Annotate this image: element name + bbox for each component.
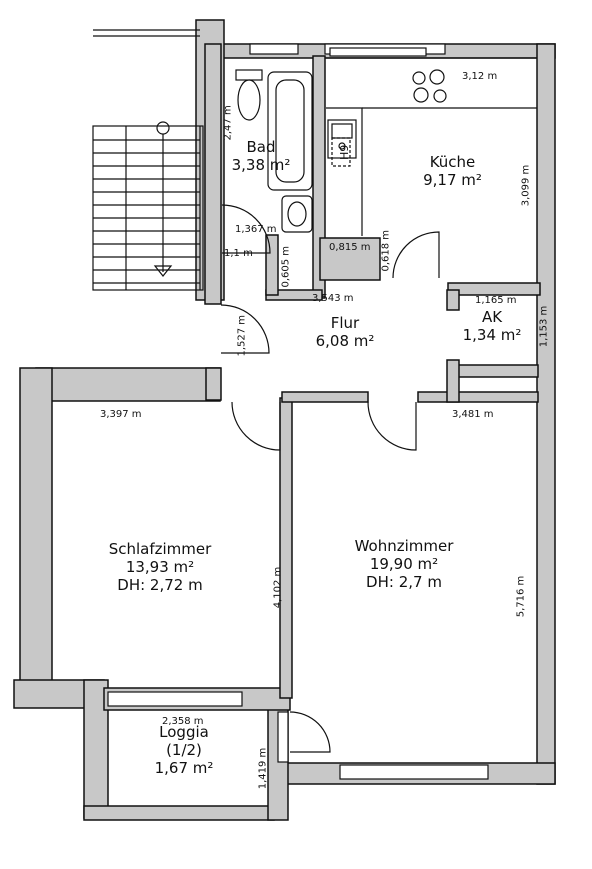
stove-burner-4 [433,89,447,103]
room-area-flur: 6,08 m² [315,332,375,350]
dim-bad-width: 1,367 m [235,224,277,235]
wall-loggia-bottom [83,805,275,821]
window-wohn [339,764,489,780]
room-label-flur: Flur 6,08 m² [300,314,390,350]
fixtures: H9 [235,47,537,236]
stair-steps [93,139,200,284]
dim-wohn-width: 3,481 m [452,409,494,420]
room-height-schlafzimmer: DH: 2,72 m [117,576,203,594]
wall-right [536,43,556,785]
dim-kueche-door: 0,815 m [329,242,371,253]
dim-bad-height: 2,47 m [222,105,234,141]
room-area-kueche: 9,17 m² [423,171,482,189]
door-kueche [392,231,440,279]
room-name-flur: Flur [330,314,360,332]
dim-ak-height: 1,153 m [538,305,550,348]
stair-arrow-head [153,265,173,277]
dim-flur-width: 3,543 m [312,293,354,304]
door-bad [221,204,271,254]
window-loggia-door [277,711,289,763]
room-name-wohnzimmer: Wohnzimmer [354,537,454,555]
wall-ak-bottom [457,364,539,378]
room-label-kueche: Küche 9,17 m² [405,153,500,189]
room-area-wohnzimmer: 19,90 m² [369,555,439,573]
dim-kueche-small: 0,618 m [380,229,392,272]
room-area-ak: 1,34 m² [462,326,522,344]
wall-kueche-block [319,237,381,281]
window-bad [249,43,299,55]
stove-burner-1 [412,71,426,85]
room-label-bad: Bad 3,38 m² [216,138,306,174]
room-name-ak: AK [481,308,503,326]
sink-bowl [331,123,353,139]
dishwasher [331,137,351,167]
doors [220,204,440,753]
dim-bad-small-vert: 0,605 m [280,245,292,288]
room-label-schlafzimmer: Schlafzimmer 13,93 m² DH: 2,72 m [92,540,228,594]
room-height-wohnzimmer: DH: 2,7 m [366,573,442,591]
room-label-ak: AK 1,34 m² [452,308,532,344]
wall-flur-schlaf [205,367,222,401]
room-name-schlafzimmer: Schlafzimmer [108,540,212,558]
wall-schlaf-left [19,367,53,689]
door-loggia [289,711,331,753]
wall-ak-left-low [446,359,460,403]
toilet-tank [235,69,263,81]
dim-wohn-height: 5,716 m [515,575,527,618]
room-name-loggia: Loggia [159,723,209,741]
staircase [92,29,204,291]
wall-kueche-bottom [447,282,541,296]
stair-outline [92,125,204,291]
wall-ak-left [446,289,460,311]
room-area-bad: 3,38 m² [231,156,291,174]
dim-schlaf-height: 4,102 m [272,566,284,609]
room-label-wohnzimmer: Wohnzimmer 19,90 m² DH: 2,7 m [336,537,472,591]
dim-kueche-width: 3,12 m [462,71,498,82]
room-label-loggia: Loggia (1/2) 1,67 m² [134,723,234,777]
door-schlaf [231,401,281,451]
dim-ak-width: 1,165 m [475,295,517,306]
kitchen-window-sill [329,47,427,57]
dim-schlaf-width: 3,397 m [100,409,142,420]
walls [13,19,556,821]
room-name-bad: Bad [246,138,276,156]
room-name-kueche: Küche [429,153,476,171]
stove-burner-3 [413,87,429,103]
door-flur-entry [220,304,270,354]
dim-loggia-height: 1,419 m [257,747,269,790]
wall-bad-inner [265,234,279,296]
dim-bad-small: 1,1 m [224,248,253,259]
toilet-bowl [237,79,261,121]
washbasin-bowl [287,201,307,227]
sink-drain [338,142,346,150]
stair-start-circle [156,121,170,135]
wall-mid-vertical [279,397,293,699]
bathtub-inner [275,79,305,183]
window-schlaf [107,691,243,707]
door-wohn [367,401,417,451]
dim-flur-height: 1,527 m [236,314,248,357]
dim-loggia-width: 2,358 m [162,716,204,727]
room-share-loggia: (1/2) [166,741,202,759]
stove-label: H9 [338,145,351,160]
room-area-schlafzimmer: 13,93 m² [125,558,195,576]
wall-wohn-top-right [417,391,539,403]
wall-left-bad [204,43,222,305]
dim-kueche-height: 3,099 m [520,164,532,207]
wall-schlaf-top [35,367,221,402]
room-area-loggia: 1,67 m² [154,759,214,777]
wall-wohn-top [281,391,369,403]
stove-burner-2 [429,69,445,85]
